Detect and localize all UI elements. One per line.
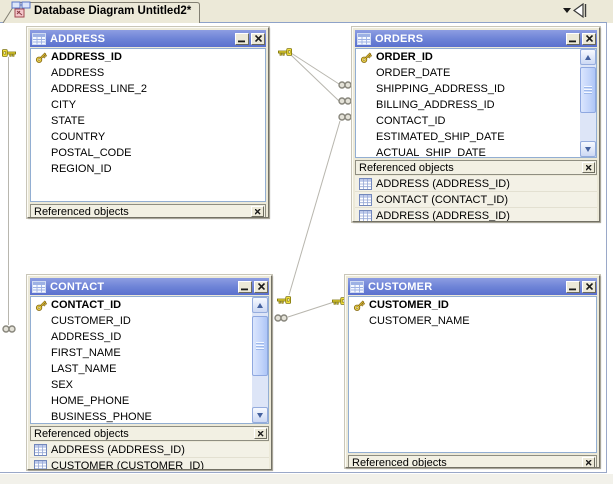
close-button[interactable]	[251, 32, 265, 45]
table-title: CUSTOMER	[368, 280, 433, 293]
table-title: ORDERS	[375, 32, 424, 45]
minimize-button[interactable]	[566, 32, 580, 45]
gold-key-icon	[35, 299, 48, 312]
referenced-objects-bar[interactable]: Referenced objects	[30, 204, 266, 217]
column-row[interactable]: BUSINESS_PHONE	[51, 411, 152, 423]
scroll-up-icon[interactable]	[252, 297, 268, 313]
column-row[interactable]: ORDER_DATE	[376, 67, 451, 79]
table-icon	[350, 280, 364, 293]
tab-list-dropdown-icon[interactable]	[563, 8, 571, 13]
scroll-down-icon[interactable]	[580, 141, 596, 157]
column-row[interactable]: ACTUAL_SHIP_DATE	[376, 147, 486, 158]
column-row[interactable]: REGION_ID	[51, 163, 112, 175]
column-row[interactable]: BILLING_ADDRESS_ID	[376, 99, 495, 111]
orders-title-bar[interactable]: ORDERS	[355, 30, 597, 47]
column-row[interactable]: LAST_NAME	[51, 363, 117, 375]
column-row[interactable]: CUSTOMER_ID	[51, 315, 131, 327]
close-button[interactable]	[254, 280, 268, 293]
close-button[interactable]	[582, 280, 596, 293]
vertical-scrollbar[interactable]	[252, 297, 268, 423]
referenced-row[interactable]: CONTACT (CONTACT_ID)	[355, 192, 597, 208]
scrollbar-thumb[interactable]	[252, 316, 268, 376]
column-row[interactable]: FIRST_NAME	[51, 347, 121, 359]
column-row[interactable]: CUSTOMER_ID	[349, 297, 596, 313]
column-row[interactable]: HOME_PHONE	[51, 395, 130, 407]
column-row[interactable]: STATE	[51, 115, 85, 127]
contact-title-bar[interactable]: CONTACT	[30, 278, 269, 295]
table-icon	[359, 209, 372, 221]
table-icon	[359, 177, 372, 190]
tabbar-bottom-edge	[0, 22, 607, 23]
window-bottom-edge	[0, 474, 613, 484]
referenced-objects-bar[interactable]: Referenced objects	[355, 160, 597, 175]
customer-column-list: CUSTOMER_ID CUSTOMER_NAME	[348, 296, 597, 453]
referenced-objects-bar[interactable]: Referenced objects	[348, 455, 597, 467]
address-column-list: ADDRESS_ID ADDRESS ADDRESS_LINE_2 CITY S…	[30, 48, 266, 202]
diagram-tab-bar: Database Diagram Untitled2*	[0, 0, 613, 23]
column-row[interactable]: ADDRESS_LINE_2	[51, 83, 147, 95]
referenced-row[interactable]: ADDRESS (ADDRESS_ID)	[355, 208, 597, 221]
close-referenced-icon[interactable]	[251, 206, 264, 217]
minimize-button[interactable]	[238, 280, 252, 293]
minimize-button[interactable]	[566, 280, 580, 293]
tab-database-diagram[interactable]: Database Diagram Untitled2*	[34, 5, 192, 17]
database-diagram-icon	[11, 1, 31, 18]
gold-key-icon	[353, 299, 366, 312]
referenced-objects-list: ADDRESS (ADDRESS_ID) CONTACT (CONTACT_ID…	[355, 176, 597, 221]
scroll-up-icon[interactable]	[580, 49, 596, 65]
column-row[interactable]: ADDRESS_ID	[31, 49, 265, 65]
scroll-down-icon[interactable]	[252, 407, 268, 423]
referenced-objects-list: ADDRESS (ADDRESS_ID) CUSTOMER (CUSTOMER_…	[30, 442, 269, 469]
table-title: ADDRESS	[50, 32, 106, 45]
close-referenced-icon[interactable]	[582, 162, 595, 173]
table-panel-contact[interactable]: CONTACT CONTACT_ID CUSTOMER_ID ADDRESS_I…	[27, 275, 272, 470]
vertical-scrollbar[interactable]	[580, 49, 596, 157]
column-row[interactable]: ESTIMATED_SHIP_DATE	[376, 131, 505, 143]
table-icon	[357, 32, 371, 45]
column-row[interactable]: CONTACT_ID	[31, 297, 268, 313]
column-row[interactable]: ADDRESS_ID	[51, 331, 122, 343]
orders-column-list: ORDER_ID ORDER_DATE SHIPPING_ADDRESS_ID …	[355, 48, 597, 158]
column-row[interactable]: SEX	[51, 379, 74, 391]
column-row[interactable]: ORDER_ID	[356, 49, 596, 65]
address-title-bar[interactable]: ADDRESS	[30, 30, 266, 47]
contact-column-list: CONTACT_ID CUSTOMER_ID ADDRESS_ID FIRST_…	[30, 296, 269, 424]
table-icon	[34, 459, 47, 469]
table-icon	[34, 443, 47, 456]
referenced-row[interactable]: CUSTOMER (CUSTOMER_ID)	[30, 458, 269, 469]
table-panel-orders[interactable]: ORDERS ORDER_ID ORDER_DATE SHIPPING_ADDR…	[352, 27, 600, 222]
referenced-objects-bar[interactable]: Referenced objects	[30, 426, 269, 441]
column-row[interactable]: ADDRESS	[51, 67, 105, 79]
table-panel-customer[interactable]: CUSTOMER CUSTOMER_ID CUSTOMER_NAME Refer…	[345, 275, 600, 468]
close-referenced-icon[interactable]	[582, 457, 595, 467]
table-icon	[359, 193, 372, 206]
minimize-button[interactable]	[235, 32, 249, 45]
column-row[interactable]: CONTACT_ID	[376, 115, 446, 127]
scrollbar-thumb[interactable]	[580, 67, 596, 113]
table-icon	[32, 32, 46, 45]
table-icon	[32, 280, 46, 293]
gold-key-icon	[35, 51, 48, 64]
column-row[interactable]: POSTAL_CODE	[51, 147, 132, 159]
table-title: CONTACT	[50, 280, 105, 293]
column-row[interactable]: SHIPPING_ADDRESS_ID	[376, 83, 505, 95]
close-button[interactable]	[582, 32, 596, 45]
referenced-row[interactable]: ADDRESS (ADDRESS_ID)	[30, 442, 269, 458]
table-panel-address[interactable]: ADDRESS ADDRESS_ID ADDRESS ADDRESS_LINE_…	[27, 27, 269, 218]
customer-title-bar[interactable]: CUSTOMER	[348, 278, 597, 295]
referenced-row[interactable]: ADDRESS (ADDRESS_ID)	[355, 176, 597, 192]
tab-scroll-left-icon[interactable]	[571, 3, 591, 20]
column-row[interactable]: CUSTOMER_NAME	[369, 315, 470, 327]
gold-key-icon	[360, 51, 373, 64]
close-referenced-icon[interactable]	[254, 428, 267, 439]
column-row[interactable]: COUNTRY	[51, 131, 106, 143]
column-row[interactable]: CITY	[51, 99, 77, 111]
